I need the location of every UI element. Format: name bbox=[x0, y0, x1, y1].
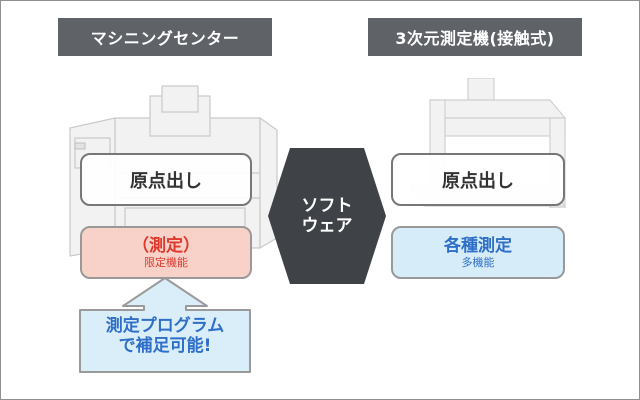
various-measure-title: 各種測定 bbox=[444, 235, 512, 256]
software-label-line1: ソフト bbox=[301, 196, 353, 216]
software-label: ソフト ウェア bbox=[268, 196, 386, 236]
arrow-caption-line2: で補足可能! bbox=[118, 336, 212, 356]
limited-measure-box: （測定） 限定機能 bbox=[80, 226, 252, 279]
limited-measure-subtitle: 限定機能 bbox=[144, 255, 188, 269]
arrow-caption-line1: 測定プログラム bbox=[105, 316, 225, 336]
origin-setting-box-left: 原点出し bbox=[80, 153, 252, 206]
limited-measure-title: （測定） bbox=[132, 235, 200, 256]
software-label-line2: ウェア bbox=[301, 216, 353, 236]
various-measure-box: 各種測定 多機能 bbox=[391, 226, 565, 279]
header-cmm: 3次元測定機(接触式) bbox=[368, 18, 582, 56]
arrow-caption: 測定プログラム で補足可能! bbox=[75, 316, 255, 356]
various-measure-subtitle: 多機能 bbox=[461, 255, 495, 269]
origin-setting-box-right: 原点出し bbox=[391, 153, 565, 206]
up-arrow-icon bbox=[79, 277, 251, 373]
header-machining-center: マシニングセンター bbox=[58, 18, 272, 56]
software-hexagon bbox=[268, 148, 386, 284]
